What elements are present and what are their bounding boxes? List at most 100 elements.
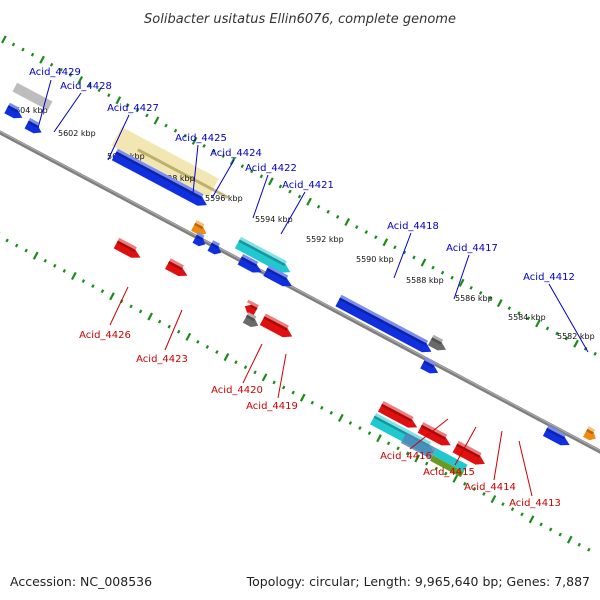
scale-tick-reverse [291, 390, 295, 395]
gene-label: Acid_4422 [245, 163, 297, 174]
gene-leader-line [393, 232, 412, 279]
gene-arrow-acid-4429-shade [7, 105, 19, 113]
scale-tick-forward [402, 250, 407, 255]
gene-arrow-gray-top [432, 334, 444, 343]
scale-tick-forward [306, 197, 312, 206]
scale-tick-reverse [548, 527, 553, 532]
gene-label: Acid_4412 [523, 272, 575, 283]
gene-arrow-acid-4424-b-top [211, 240, 221, 247]
scale-tick-reverse [490, 495, 497, 504]
scale-tick-forward [469, 285, 473, 290]
gene-arrow-acid-4415-a-shade [420, 424, 446, 440]
scale-tick-reverse [91, 284, 95, 289]
scale-tick-forward [259, 174, 264, 179]
scale-tick-forward [211, 149, 216, 153]
scale-tick-forward [440, 270, 445, 275]
scale-tick-reverse [234, 360, 238, 365]
scale-tick-reverse [205, 345, 210, 349]
genome-backbone [0, 130, 600, 454]
scale-tick-reverse [53, 263, 57, 268]
gene-arrow-acid-4424-b [207, 242, 222, 255]
scale-tick-forward [39, 55, 45, 64]
scale-tick-reverse [281, 385, 286, 390]
scale-tick-reverse [100, 289, 105, 294]
scale-tick-reverse [367, 431, 372, 436]
gene-arrow-acid-4421-a-top [241, 253, 259, 265]
scale-tick-reverse [147, 312, 153, 321]
gene-leader-line [164, 309, 183, 351]
scale-tick-reverse [71, 271, 77, 281]
gene-label: Acid_4428 [60, 81, 112, 92]
scale-tick-reverse [510, 507, 515, 512]
gene-arrow-acid-4428-top [28, 117, 40, 126]
kbp-label: 5602 kbp [58, 129, 96, 138]
gene-label: Acid_4415 [423, 467, 475, 478]
gene-arrow-acid-4416-top [382, 401, 414, 420]
scale-tick-reverse [320, 405, 324, 410]
gene-arrow-acid-4421-a-shade [240, 256, 257, 267]
gene-arrow-acid-4424-a-top [196, 232, 205, 239]
pale-feature-edge [137, 148, 229, 199]
gene-arrow-acid-4423-shade [168, 261, 183, 271]
gene-leader-line [192, 144, 199, 194]
gene-label: Acid_4420 [211, 385, 263, 396]
gene-label: Acid_4413 [509, 498, 561, 509]
scale-tick-forward [535, 319, 541, 328]
scale-tick-forward [221, 154, 225, 158]
gene-arrow-acid-4421-a [237, 256, 262, 273]
gene-arrow-acid-4418 [335, 297, 432, 353]
feature-layer [12, 82, 229, 199]
gene-leader-line [518, 440, 533, 497]
olive-feature-block [430, 455, 464, 478]
gene-arrow-acid-4425 [191, 222, 207, 235]
scale-tick-forward [49, 62, 54, 67]
scale-tick-reverse [501, 502, 505, 507]
gene-arrow-orange-edge-shade [586, 428, 594, 435]
scale-tick-forward [555, 331, 559, 336]
backbone-highlight [0, 130, 600, 452]
scale-tick-forward [1, 35, 7, 44]
scale-tick-reverse [577, 542, 581, 547]
gene-arrow-acid-4418-shade [339, 297, 427, 346]
scale-tick-forward [59, 67, 63, 72]
scale-tick-reverse [185, 332, 192, 341]
kbp-label: 5582 kbp [557, 332, 595, 341]
scale-tick-reverse [376, 434, 382, 443]
gene-arrow-acid-4412-top [547, 425, 567, 438]
scale-tick-reverse [452, 474, 459, 483]
gene-leader-line [453, 254, 470, 300]
scale-tick-forward [240, 164, 245, 169]
gene-leader-line [109, 286, 129, 326]
scale-tick-reverse [434, 466, 438, 471]
scale-tick-reverse [472, 486, 477, 491]
kbp-label: 5586 kbp [455, 294, 493, 303]
scale-tick-reverse [81, 279, 86, 283]
scale-tick-reverse [215, 350, 219, 354]
steel-feature-block [400, 432, 437, 459]
scale-tick-reverse [482, 492, 486, 496]
gene-arrow-acid-4419-shade [263, 316, 288, 331]
scale-tick-forward [573, 339, 579, 348]
scale-tick-reverse [62, 268, 67, 273]
scale-tick-forward [496, 299, 503, 308]
gene-leader-line [409, 418, 449, 450]
scale-tick-reverse [138, 309, 143, 314]
gene-arrow-acid-4417-top [424, 357, 436, 366]
scale-tick-forward [107, 93, 111, 98]
scale-tick-forward [382, 238, 389, 247]
gray-feature-block [12, 82, 53, 111]
scale-tick-forward [11, 42, 16, 47]
scale-tick-forward [420, 258, 427, 267]
gene-arrow-acid-4412 [542, 427, 570, 446]
scale-tick-forward [526, 316, 531, 321]
gene-arrow-acid-4426 [113, 240, 141, 258]
gene-arrow-acid-4426-shade [116, 240, 136, 253]
scale-tick-forward [115, 96, 122, 105]
gene-arrow-acid-4422 [234, 239, 291, 273]
kbp-label: 5604 kbp [10, 106, 48, 115]
gene-label: Acid_4419 [246, 401, 298, 412]
scale-tick-reverse [32, 251, 39, 260]
scale-tick-reverse [157, 319, 162, 324]
gene-arrow-acid-4425-top [195, 220, 205, 227]
